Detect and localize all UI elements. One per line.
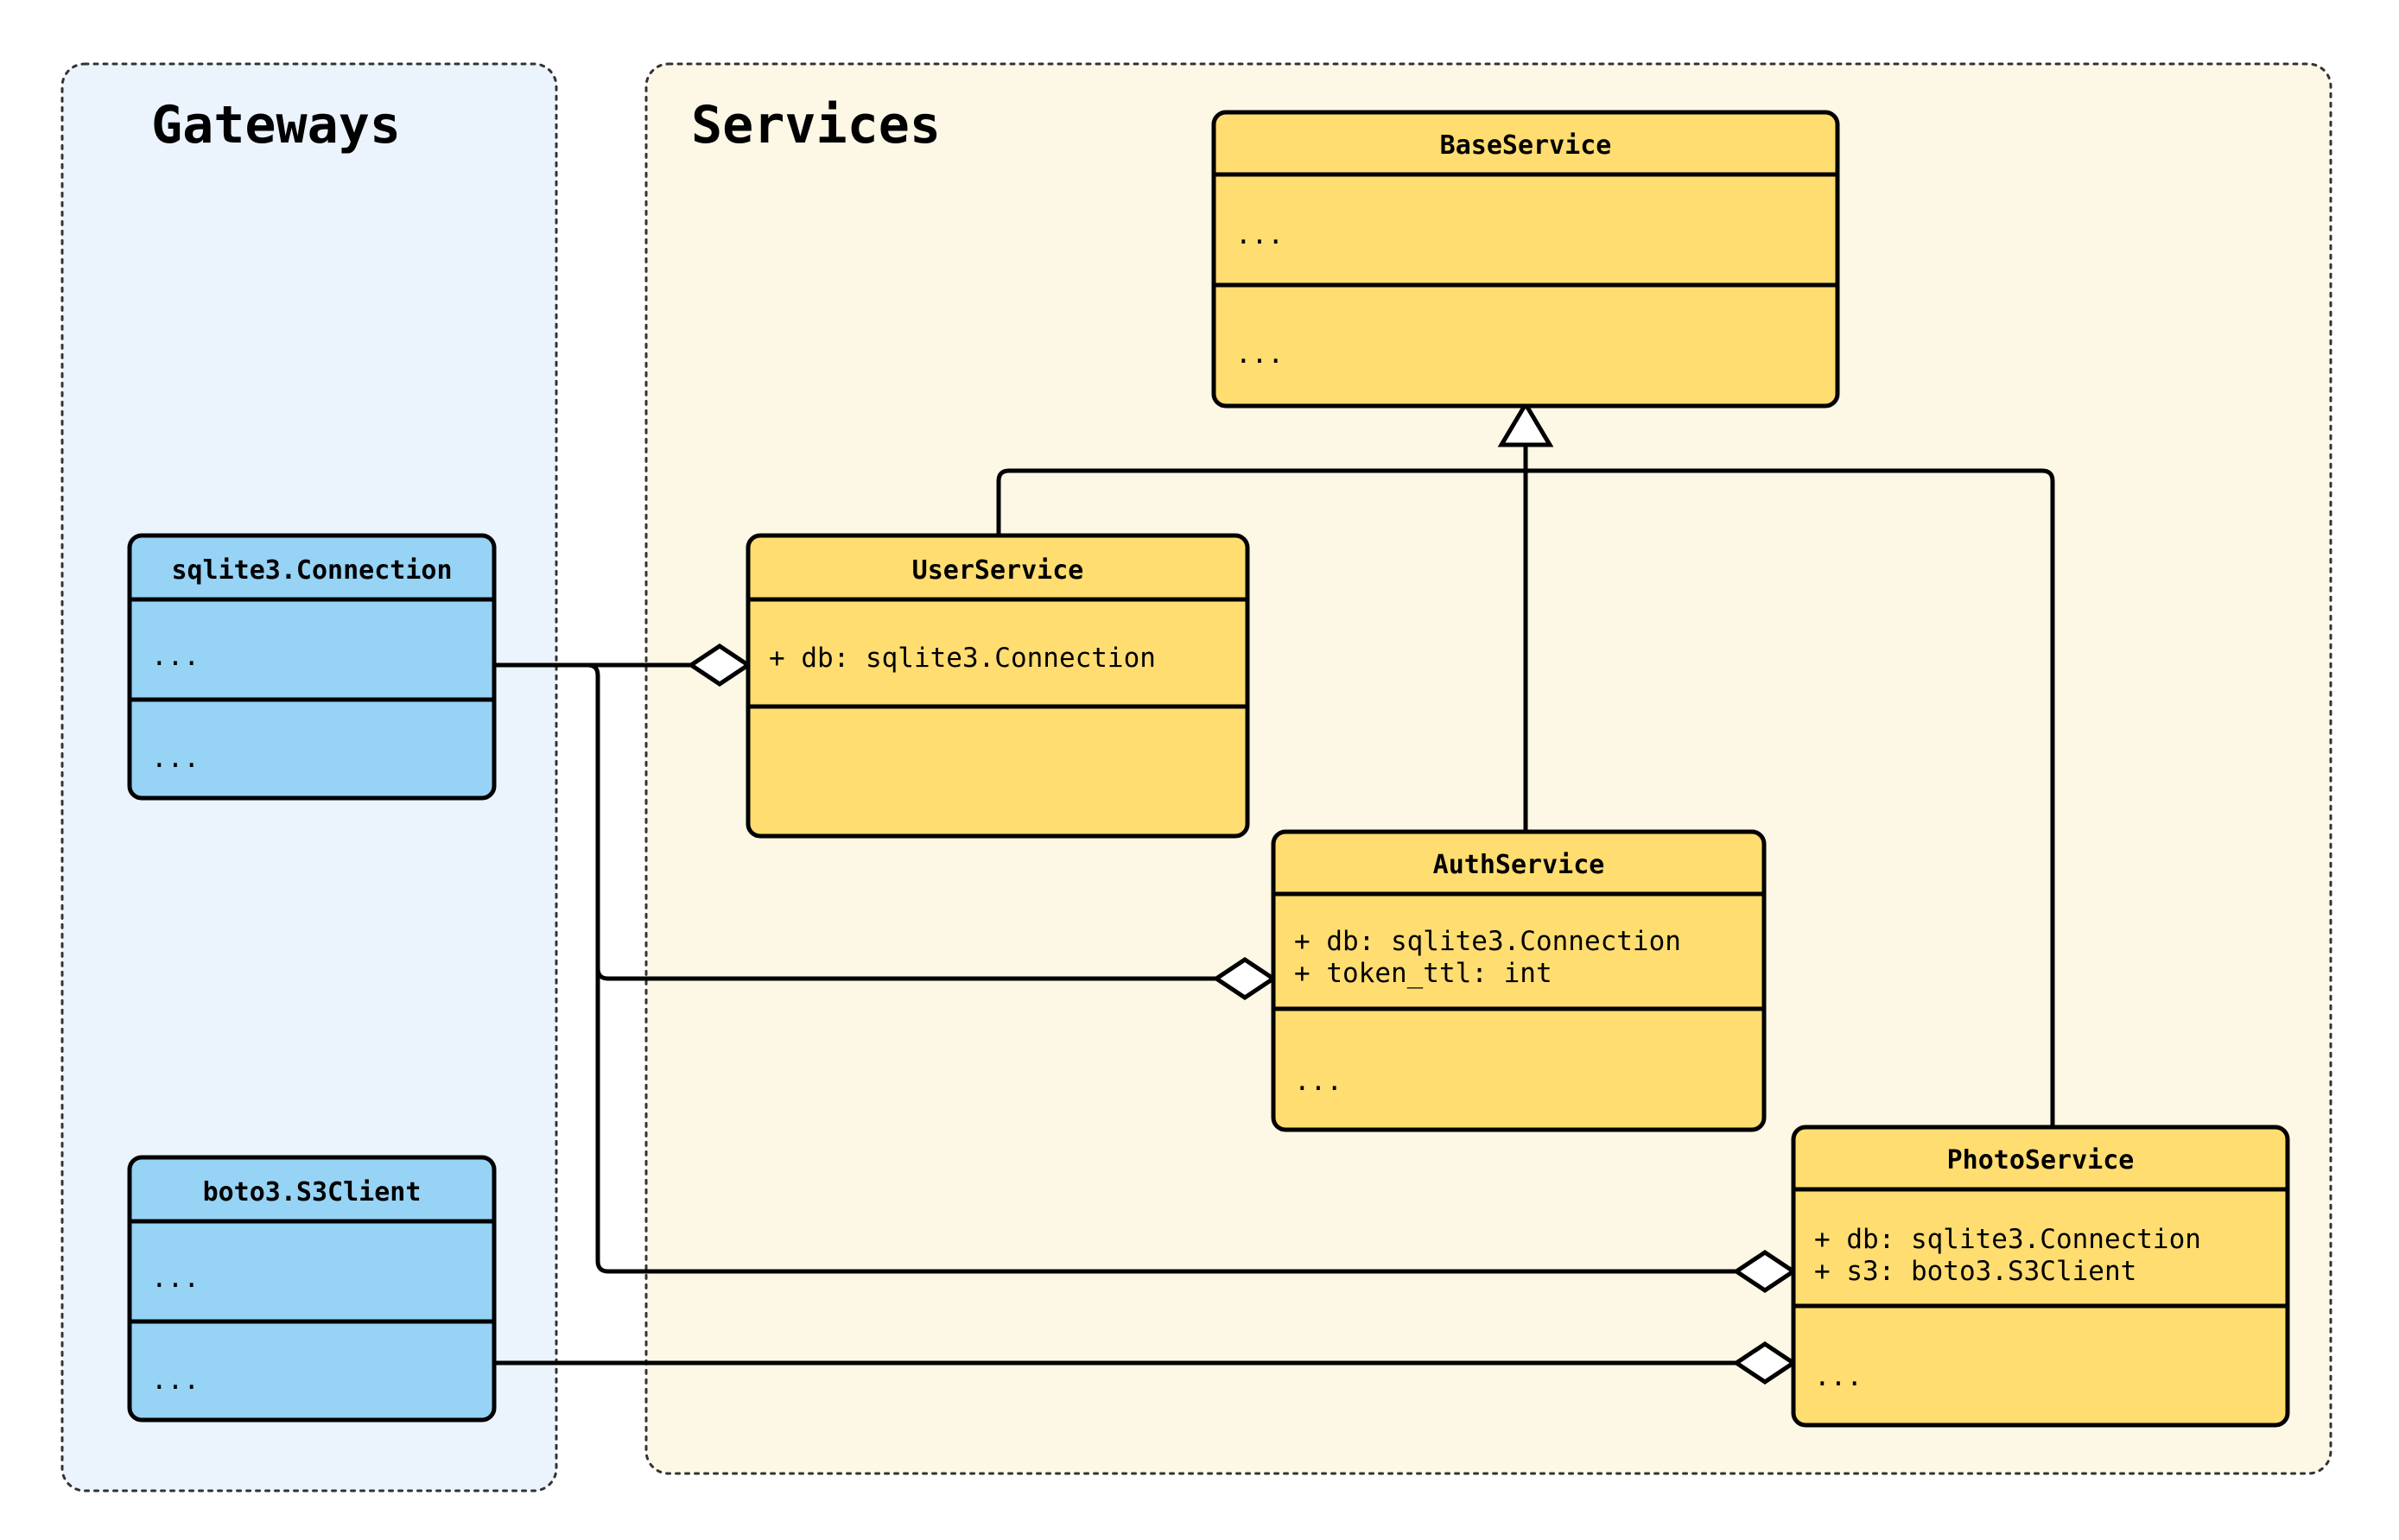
class-box-authservice[interactable] <box>1271 829 1767 1132</box>
edge-photoservice-to-baseservice <box>1526 468 2055 1130</box>
package-services-boundary <box>644 62 2332 1475</box>
class-node-authservice[interactable]: AuthService + db: sqlite3.Connection + t… <box>1271 829 1767 1132</box>
class-node-boto3-s3client[interactable]: boto3.S3Client ... ... <box>127 1155 497 1423</box>
package-gateways-title: Gateways <box>151 95 401 155</box>
edge-generalization-group <box>996 400 2055 1130</box>
class-attribute-row: ... <box>151 641 200 672</box>
class-attribute-row: + db: sqlite3.Connection <box>1814 1224 2201 1255</box>
class-method-row: ... <box>1235 339 1284 370</box>
class-title-boto3-s3client: boto3.S3Client <box>203 1177 422 1207</box>
class-title-baseservice: BaseService <box>1440 130 1612 161</box>
generalization-triangle-icon <box>1497 400 1554 447</box>
package-services-title: Services <box>691 95 941 155</box>
class-attribute-row: + s3: boto3.S3Client <box>1814 1256 2136 1287</box>
class-method-row: ... <box>1294 1066 1342 1097</box>
class-title-userservice: UserService <box>912 555 1084 586</box>
class-node-userservice[interactable]: UserService + db: sqlite3.Connection <box>746 533 1250 839</box>
class-attribute-row: ... <box>151 1263 200 1294</box>
edge-aggregation-sqlite-group <box>492 643 1798 1294</box>
package-services: Services <box>644 62 2332 1475</box>
edge-sqlite-to-photoservice <box>595 829 1736 1274</box>
class-title-authservice: AuthService <box>1433 850 1605 880</box>
edge-userservice-to-baseservice <box>996 468 1526 546</box>
class-method-row: ... <box>151 743 200 774</box>
class-node-photoservice[interactable]: PhotoService + db: sqlite3.Connection + … <box>1791 1125 2290 1428</box>
class-attribute-row: + db: sqlite3.Connection <box>1294 926 1681 957</box>
class-box-baseservice[interactable] <box>1211 110 1840 409</box>
class-box-photoservice[interactable] <box>1791 1125 2290 1428</box>
class-title-photoservice: PhotoService <box>1947 1145 2135 1176</box>
class-node-baseservice[interactable]: BaseService ... ... <box>1211 110 1840 409</box>
class-node-sqlite3-connection[interactable]: sqlite3.Connection ... ... <box>127 533 497 801</box>
class-attribute-row: + token_ttl: int <box>1294 958 1552 989</box>
class-title-sqlite3-connection: sqlite3.Connection <box>171 555 452 586</box>
class-method-row: ... <box>1814 1361 1863 1392</box>
class-method-row: ... <box>151 1365 200 1396</box>
class-box-userservice[interactable] <box>746 533 1250 839</box>
class-attribute-row: + db: sqlite3.Connection <box>769 643 1156 674</box>
class-attribute-row: ... <box>1235 219 1284 250</box>
